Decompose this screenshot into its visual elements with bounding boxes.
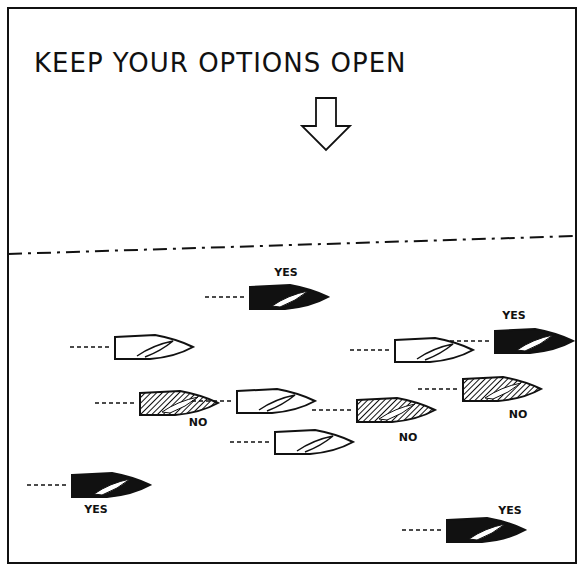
title: KEEP YOUR OPTIONS OPEN: [34, 48, 407, 78]
frame: [8, 8, 576, 563]
boat: [230, 430, 353, 454]
boat: [312, 398, 435, 422]
boat-label: YES: [498, 504, 521, 517]
boat-label: NO: [189, 416, 208, 429]
boat-label: YES: [502, 309, 525, 322]
boat-label: YES: [84, 503, 107, 516]
boat: [192, 389, 315, 413]
boat: [418, 377, 541, 401]
boat-label: NO: [509, 408, 528, 421]
boat: [95, 391, 218, 415]
boat: [450, 329, 573, 353]
boat: [350, 338, 473, 362]
boat: [402, 518, 525, 542]
boat-label: YES: [274, 266, 297, 279]
boat: [70, 335, 193, 359]
boat: [205, 285, 328, 309]
boat-label: NO: [399, 431, 418, 444]
wind-arrow: [302, 98, 350, 150]
layline: [8, 236, 576, 254]
boat: [27, 473, 150, 497]
